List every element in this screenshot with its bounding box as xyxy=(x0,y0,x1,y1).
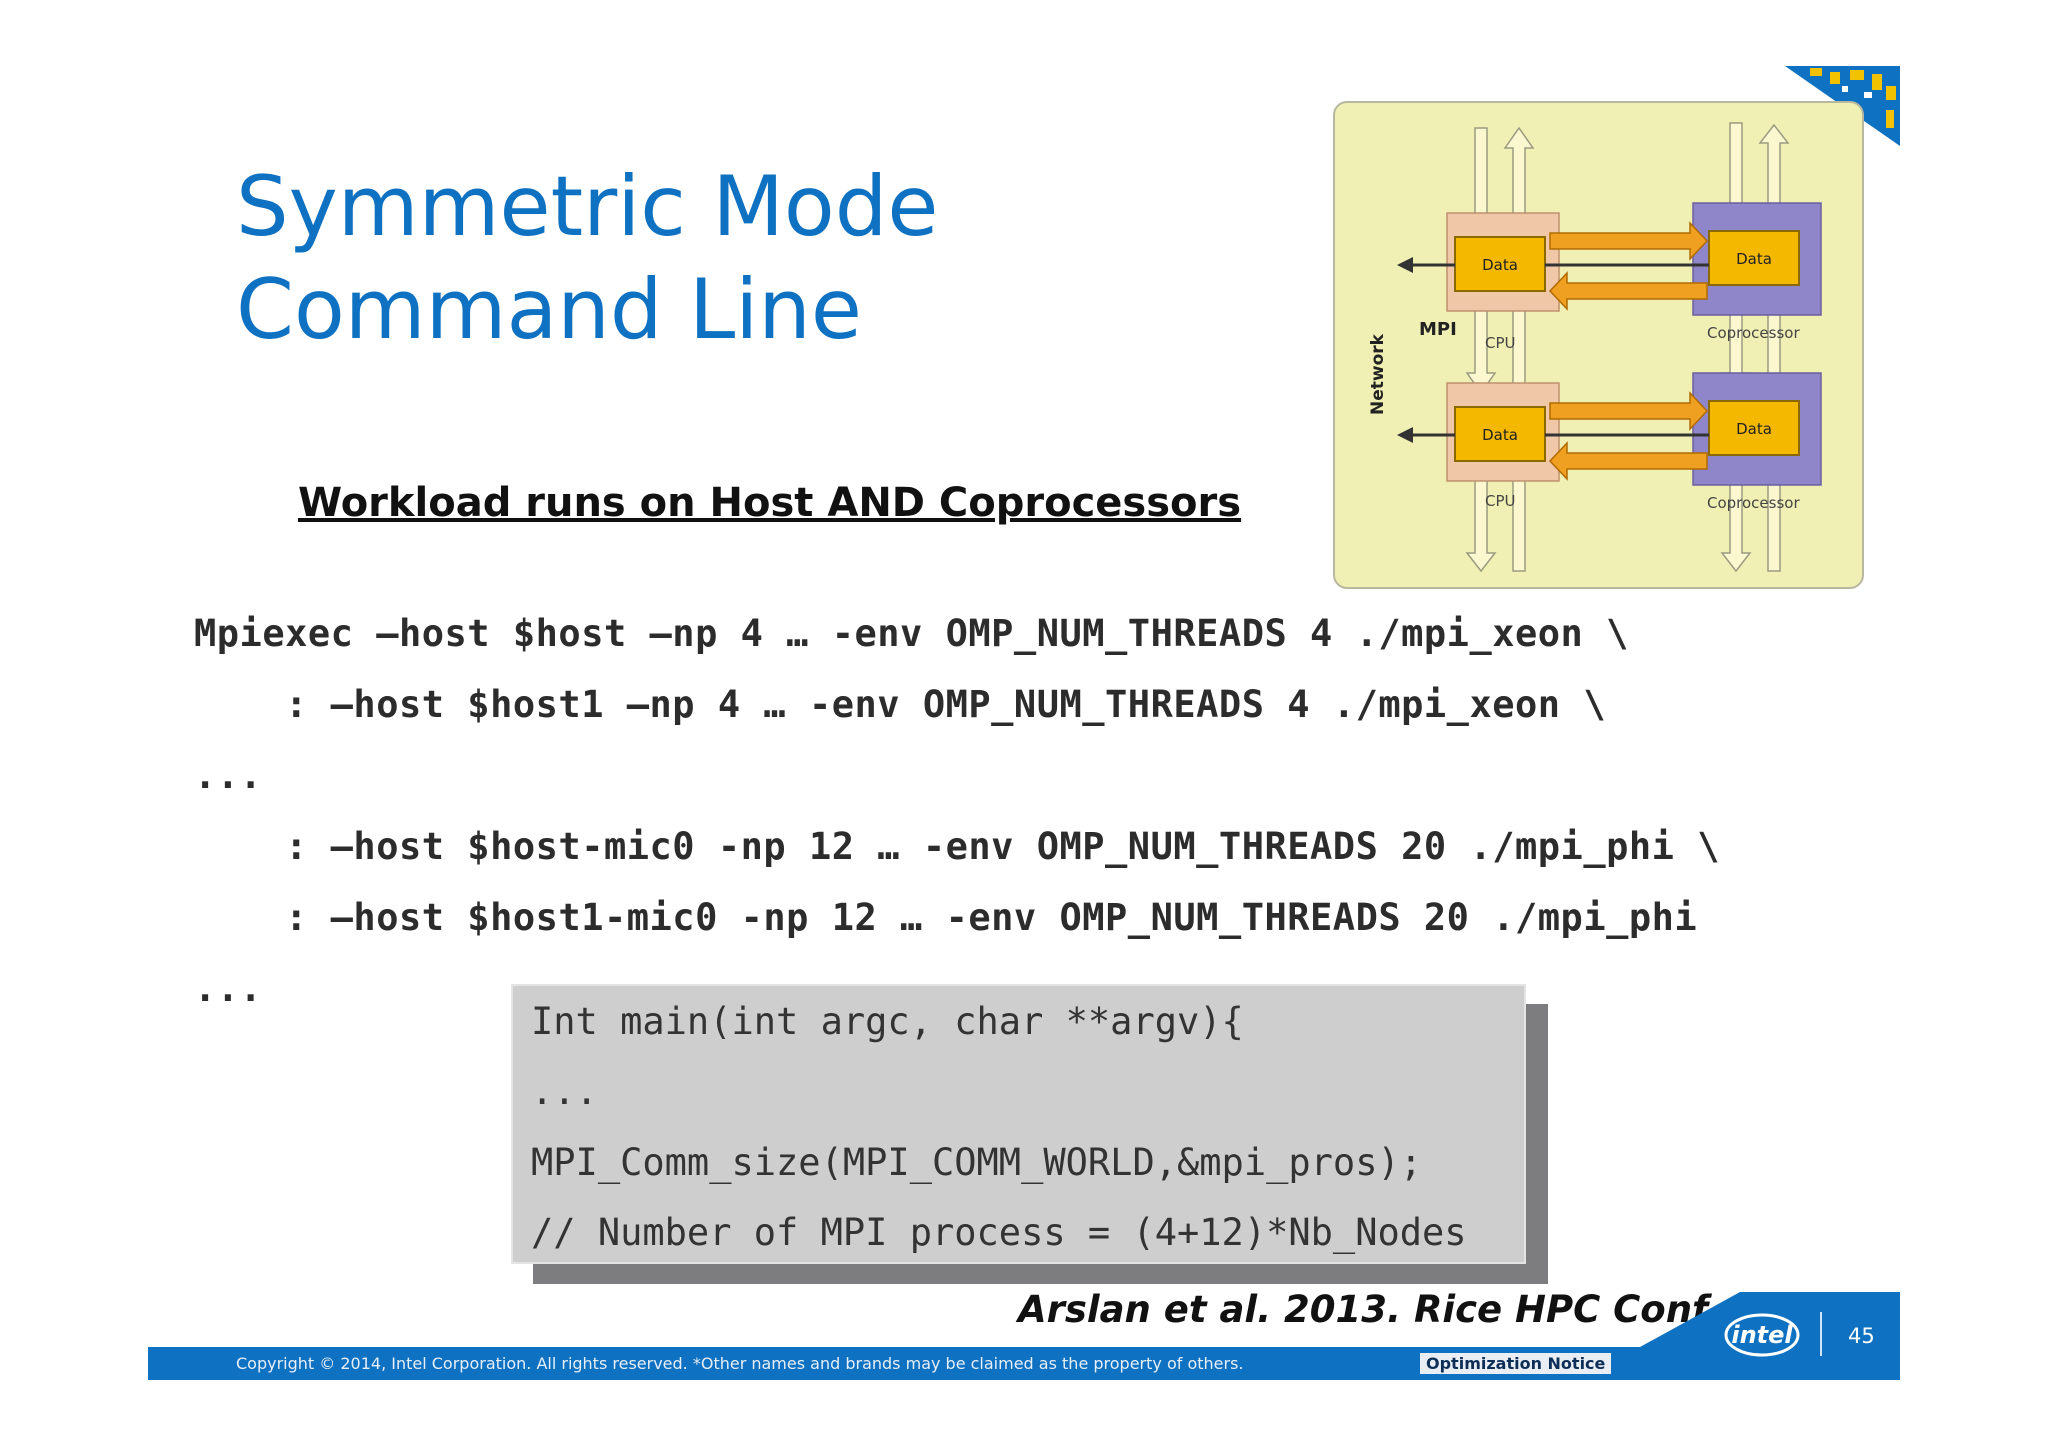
svg-text:intel: intel xyxy=(1731,1321,1793,1349)
code-line-4: // Number of MPI process = (4+12)*Nb_Nod… xyxy=(531,1211,1467,1254)
symmetric-mode-diagram: Data Data Data Data CPU CPU Coprocessor … xyxy=(1333,101,1864,589)
copyright-text: Copyright © 2014, Intel Corporation. All… xyxy=(236,1354,1244,1373)
data-label-2: Data xyxy=(1482,426,1518,444)
coprocessor-label-2: Coprocessor xyxy=(1707,494,1800,512)
intel-logo: intel xyxy=(1724,1313,1800,1357)
data-label-1: Data xyxy=(1482,256,1518,274)
mpi-label: MPI xyxy=(1419,319,1457,340)
title-line-1: Symmetric Mode xyxy=(236,158,939,255)
data-label-4: Data xyxy=(1736,420,1772,438)
code-box: Int main(int argc, char **argv){ ... MPI… xyxy=(511,984,1526,1264)
cpu-label-1: CPU xyxy=(1485,334,1516,352)
title-line-2: Command Line xyxy=(236,261,862,358)
command-ellipsis-1: ... xyxy=(194,754,263,797)
command-line-3: : –host $host-mic0 -np 12 … -env OMP_NUM… xyxy=(194,825,1720,868)
network-label: Network xyxy=(1368,333,1388,415)
data-label-3: Data xyxy=(1736,250,1772,268)
code-line-3: MPI_Comm_size(MPI_COMM_WORLD,&mpi_pros); xyxy=(531,1141,1423,1184)
footer-corner-panel xyxy=(1640,1292,1900,1380)
page-number: 45 xyxy=(1848,1324,1875,1348)
footer-divider xyxy=(1820,1312,1822,1356)
slide-subtitle: Workload runs on Host AND Coprocessors xyxy=(298,480,1242,526)
code-line-2: ... xyxy=(531,1070,598,1113)
slide-title: Symmetric Mode Command Line xyxy=(236,155,938,361)
cpu-label-2: CPU xyxy=(1485,492,1516,510)
coprocessor-label-1: Coprocessor xyxy=(1707,324,1800,342)
command-ellipsis-2: ... xyxy=(194,967,263,1010)
command-line-2: : –host $host1 –np 4 … -env OMP_NUM_THRE… xyxy=(194,683,1607,726)
code-line-1: Int main(int argc, char **argv){ xyxy=(531,1000,1244,1043)
command-line-1: Mpiexec –host $host –np 4 … -env OMP_NUM… xyxy=(194,612,1629,655)
optimization-notice-link[interactable]: Optimization Notice xyxy=(1420,1353,1612,1374)
diagram-graphic: Data Data Data Data CPU CPU Coprocessor … xyxy=(1368,122,1822,573)
citation: Arslan et al. 2013. Rice HPC Conf. xyxy=(1018,1288,1721,1331)
command-line-4: : –host $host1-mic0 -np 12 … -env OMP_NU… xyxy=(194,896,1698,939)
